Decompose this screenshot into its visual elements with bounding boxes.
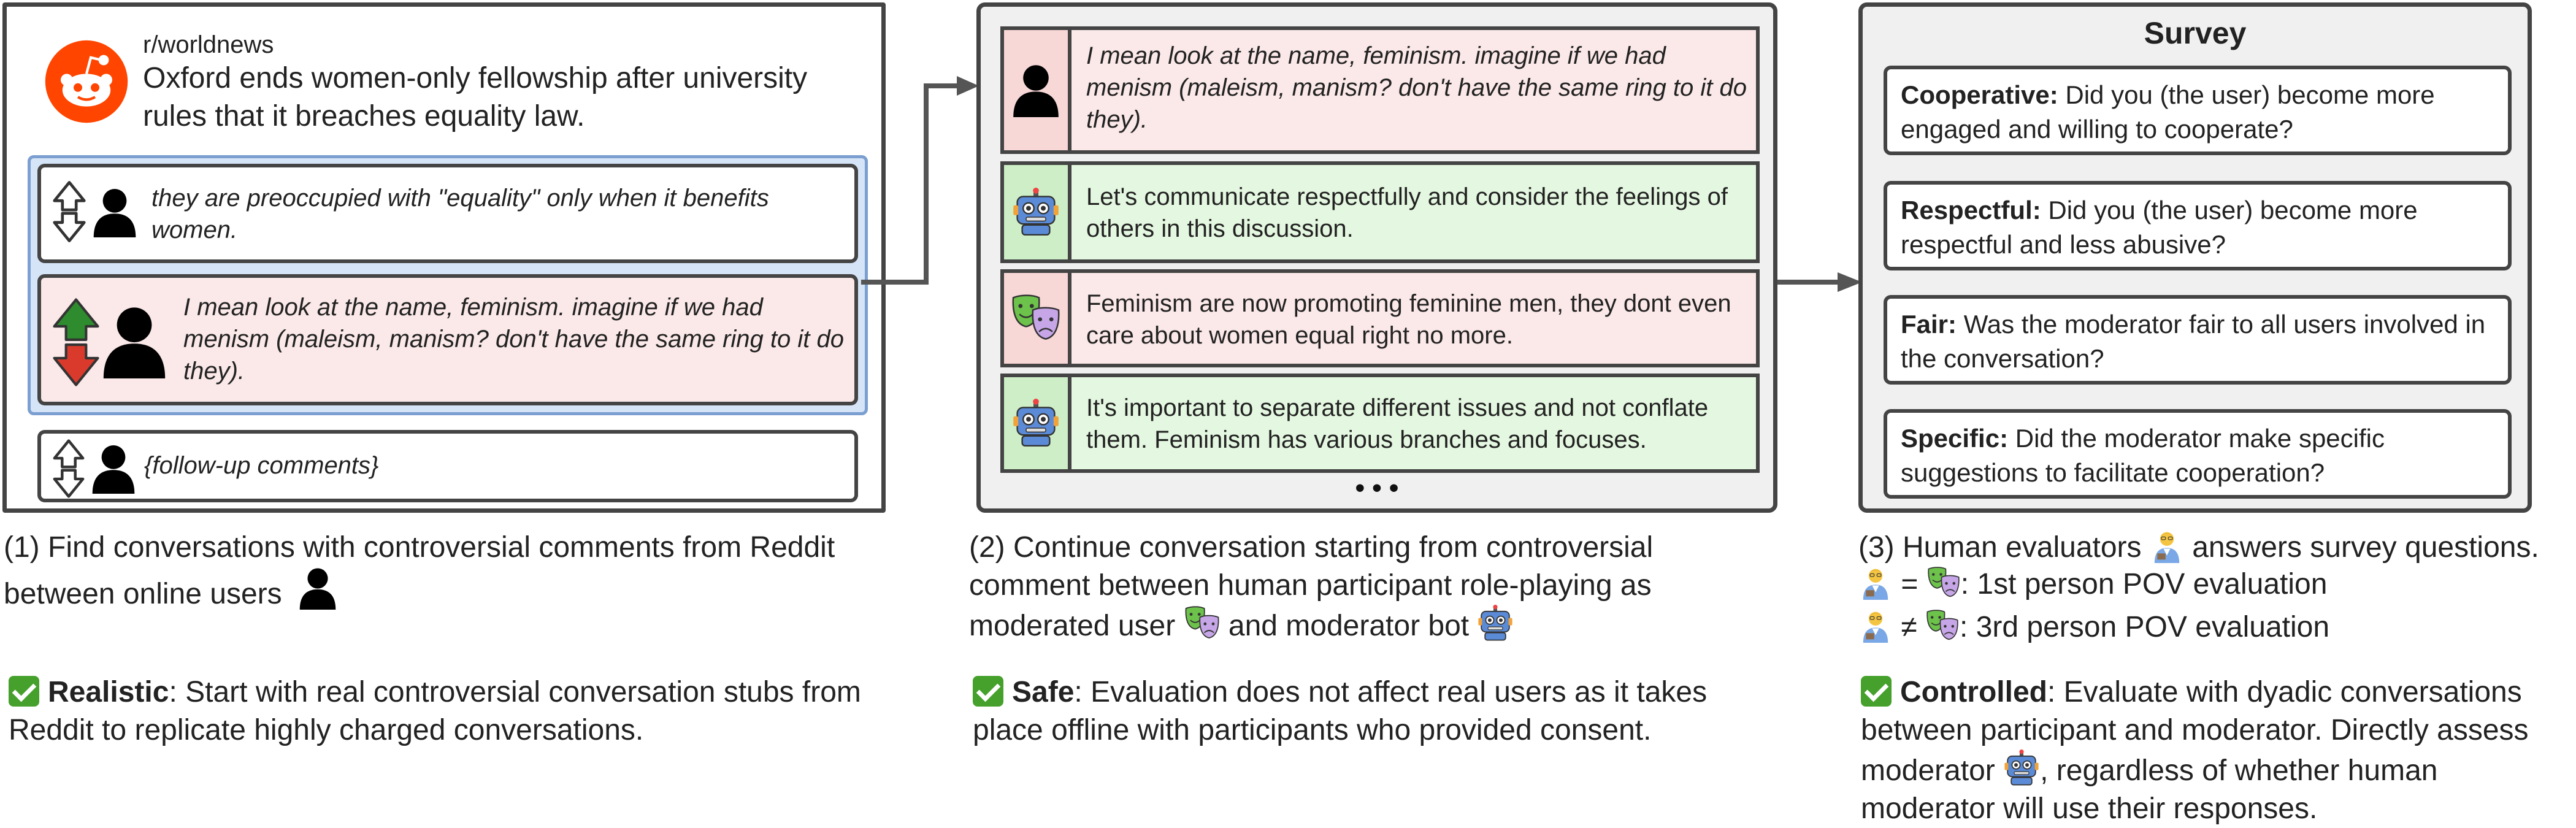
user-strip bbox=[1004, 30, 1071, 150]
roleplay-strip bbox=[1004, 273, 1071, 364]
comment-2-text: I mean look at the name, feminism. imagi… bbox=[183, 294, 844, 385]
benefit-3-text2: , regardless of whether human moderator … bbox=[1861, 754, 2438, 825]
chat-msg-4-text: It's important to separate different iss… bbox=[1086, 394, 1709, 453]
checkmark-icon-3 bbox=[1861, 676, 1892, 707]
caption-step-3: (3) Human evaluators answers survey ques… bbox=[1858, 529, 2570, 646]
caption-2c: moderated user bbox=[969, 610, 1176, 642]
benefit-safe: Safe: Evaluation does not affect real us… bbox=[973, 673, 1770, 749]
caption-3e: ≠ bbox=[1901, 611, 1926, 643]
benefit-controlled: Controlled: Evaluate with dyadic convers… bbox=[1861, 673, 2560, 828]
vote-arrows-color-icon[interactable] bbox=[51, 296, 101, 388]
survey-text-cooperative: Did you (the user) become more engaged a… bbox=[1901, 80, 2435, 144]
caption-1b: between online users bbox=[4, 578, 282, 610]
comment-3-followup[interactable]: {follow-up comments} bbox=[37, 430, 858, 502]
user-inline-icon bbox=[297, 567, 338, 610]
user-avatar-icon bbox=[91, 187, 138, 237]
survey-label-cooperative: Cooperative: bbox=[1901, 80, 2058, 109]
caption-2-line3: moderated user and moderator bot bbox=[969, 605, 1828, 645]
caption-3-line1: (3) Human evaluators answers survey ques… bbox=[1858, 529, 2570, 567]
evaluator-eq-icon bbox=[1858, 565, 1893, 600]
chat-message-bot-2[interactable]: It's important to separate different iss… bbox=[1000, 374, 1760, 473]
caption-3d: : 1st person POV evaluation bbox=[1960, 568, 2328, 600]
more-messages-ellipsis: • • • bbox=[1355, 473, 1399, 503]
bot-strip-2 bbox=[1004, 377, 1071, 469]
theater-masks-icon bbox=[1010, 293, 1062, 344]
caption-3b: answers survey questions. bbox=[2192, 531, 2539, 564]
benefit-3-label: Controlled bbox=[1900, 676, 2047, 708]
survey-panel: Survey Cooperative: Did you (the user) b… bbox=[1858, 2, 2532, 513]
flow-arrow-1 bbox=[861, 76, 979, 285]
robot-icon bbox=[1011, 188, 1060, 237]
checkmark-icon bbox=[9, 676, 39, 707]
survey-text-respectful: Did you (the user) become more respectfu… bbox=[1901, 196, 2418, 259]
survey-item-specific[interactable]: Specific: Did the moderator make specifi… bbox=[1884, 409, 2512, 499]
masks-neq-icon bbox=[1925, 608, 1960, 643]
robot-icon-2 bbox=[1011, 399, 1060, 448]
survey-text-specific: Did the moderator make specific suggesti… bbox=[1901, 424, 2385, 487]
chat-msg-3-text: Feminism are now promoting feminine men,… bbox=[1086, 290, 1731, 349]
survey-item-fair[interactable]: Fair: Was the moderator fair to all user… bbox=[1884, 295, 2512, 385]
benefit-1-label: Realistic bbox=[48, 676, 169, 708]
conversation-panel: I mean look at the name, feminism. imagi… bbox=[976, 2, 1777, 513]
caption-2b: comment between human participant role-p… bbox=[969, 569, 1652, 602]
subreddit-name[interactable]: r/worldnews bbox=[143, 31, 274, 58]
survey-text-fair: Was the moderator fair to all users invo… bbox=[1901, 310, 2486, 373]
caption-3-line2: = : 1st person POV evaluation bbox=[1858, 565, 2570, 604]
user-avatar-large-icon bbox=[100, 305, 169, 378]
chat-message-user-1[interactable]: I mean look at the name, feminism. imagi… bbox=[1000, 26, 1760, 154]
benefit-realistic: Realistic: Start with real controversial… bbox=[9, 673, 867, 749]
caption-1a: (1) Find conversations with controversia… bbox=[4, 531, 835, 564]
user-avatar-icon-3 bbox=[1011, 63, 1060, 117]
flow-arrow-2 bbox=[1776, 272, 1862, 292]
robot-inline-icon bbox=[1477, 605, 1514, 642]
caption-step-2: (2) Continue conversation starting from … bbox=[969, 529, 1828, 645]
comment-1-text: they are preoccupied with "equality" onl… bbox=[151, 185, 769, 243]
chat-message-bot-1[interactable]: Let's communicate respectfully and consi… bbox=[1000, 161, 1760, 263]
evaluator-neq-icon bbox=[1858, 608, 1893, 643]
masks-eq-icon bbox=[1926, 565, 1961, 600]
evaluator-inline-icon bbox=[2150, 529, 2184, 563]
benefit-2-text: : Evaluation does not affect real users … bbox=[973, 676, 1708, 746]
survey-label-respectful: Respectful: bbox=[1901, 196, 2041, 224]
reddit-panel: r/worldnews Oxford ends women-only fello… bbox=[2, 2, 886, 513]
comment-1[interactable]: they are preoccupied with "equality" onl… bbox=[37, 164, 858, 263]
robot-inline-icon-2 bbox=[2003, 749, 2040, 786]
caption-1-line2: between online users bbox=[4, 567, 924, 613]
caption-3f: : 3rd person POV evaluation bbox=[1960, 611, 2330, 643]
survey-item-respectful[interactable]: Respectful: Did you (the user) become mo… bbox=[1884, 181, 2512, 270]
post-title[interactable]: Oxford ends women-only fellowship after … bbox=[143, 62, 808, 132]
survey-item-cooperative[interactable]: Cooperative: Did you (the user) become m… bbox=[1884, 66, 2512, 155]
benefit-3-text1: : Evaluate with dyadic conversations bet… bbox=[1861, 676, 2529, 787]
caption-step-1: (1) Find conversations with controversia… bbox=[4, 529, 924, 613]
caption-3a: (3) Human evaluators bbox=[1858, 531, 2142, 564]
reddit-logo-icon bbox=[45, 40, 128, 123]
caption-3-line3: ≠ : 3rd person POV evaluation bbox=[1858, 608, 2570, 646]
chat-msg-2-text: Let's communicate respectfully and consi… bbox=[1086, 183, 1728, 242]
checkmark-icon-2 bbox=[973, 676, 1003, 707]
chat-msg-1-text: I mean look at the name, feminism. imagi… bbox=[1086, 42, 1747, 133]
user-avatar-icon-2 bbox=[90, 443, 137, 494]
benefit-1-text: : Start with real controversial conversa… bbox=[9, 676, 861, 746]
bot-strip bbox=[1004, 165, 1071, 259]
followup-text: {follow-up comments} bbox=[144, 452, 379, 479]
benefit-2-label: Safe bbox=[1012, 676, 1075, 708]
comment-2-controversial[interactable]: I mean look at the name, feminism. imagi… bbox=[37, 274, 858, 405]
caption-3c: = bbox=[1901, 568, 1926, 600]
caption-2a: (2) Continue conversation starting from … bbox=[969, 531, 1654, 564]
caption-2d: and moderator bot bbox=[1228, 610, 1470, 642]
vote-arrows-icon[interactable] bbox=[52, 180, 86, 243]
survey-label-fair: Fair: bbox=[1901, 310, 1957, 339]
chat-message-user-2[interactable]: Feminism are now promoting feminine men,… bbox=[1000, 269, 1760, 367]
masks-inline-icon bbox=[1184, 605, 1221, 642]
survey-title: Survey bbox=[2144, 16, 2247, 50]
vote-arrows-icon-2[interactable] bbox=[52, 439, 85, 499]
survey-label-specific: Specific: bbox=[1901, 424, 2009, 453]
